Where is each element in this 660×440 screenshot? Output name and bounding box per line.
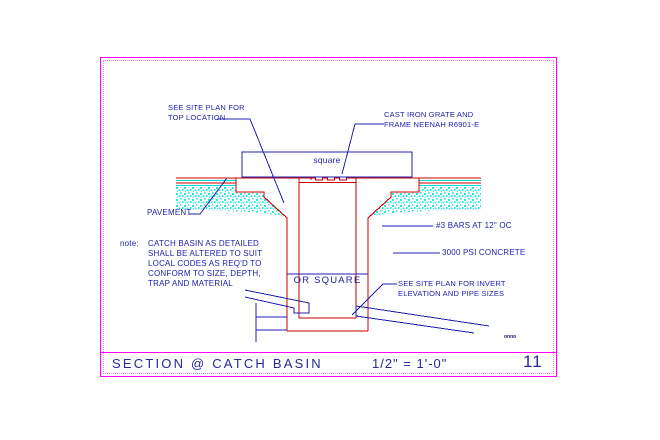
leader-top-location bbox=[217, 118, 285, 204]
label-pavement: PAVEMENT bbox=[147, 208, 192, 217]
pavement-surface-lines bbox=[176, 179, 481, 187]
leader-pavement bbox=[189, 177, 228, 215]
drawing-title: SECTION @ CATCH BASIN bbox=[112, 356, 323, 371]
sheet-border bbox=[100, 57, 557, 377]
slab-wall-left bbox=[235, 178, 288, 331]
drawing-scale: 1/2" = 1'-0" bbox=[372, 356, 448, 371]
label-or-square: OR SQUARE bbox=[293, 275, 362, 286]
pipe-left bbox=[244, 289, 310, 314]
label-rebar: #3 BARS AT 12" OC bbox=[436, 221, 512, 230]
annotation-lines bbox=[189, 118, 490, 342]
label-invert: SEE SITE PLAN FOR INVERT ELEVATION AND P… bbox=[398, 279, 506, 298]
pavement-base-left bbox=[176, 187, 284, 216]
maker-mark: onno bbox=[504, 334, 517, 340]
pavement-base-right bbox=[371, 187, 481, 216]
leader-invert bbox=[351, 283, 397, 316]
label-note: note: bbox=[120, 239, 139, 248]
pipe-left-riser bbox=[255, 303, 287, 342]
label-concrete: 3000 PSI CONCRETE bbox=[442, 248, 526, 257]
sheet-number: 11 bbox=[523, 352, 543, 371]
note-body: CATCH BASIN AS DETAILED SHALL BE ALTERED… bbox=[148, 239, 263, 288]
label-top-location: SEE SITE PLAN FOR TOP LOCATION bbox=[168, 103, 245, 122]
leader-grate-frame bbox=[341, 123, 384, 175]
pipe-right bbox=[355, 305, 490, 334]
label-square: square bbox=[313, 155, 341, 165]
label-grate-frame: CAST IRON GRATE AND FRAME NEENAH R6901-E bbox=[384, 110, 480, 129]
slab-wall-right bbox=[367, 178, 420, 331]
title-block-divider bbox=[100, 352, 557, 353]
grate-plan-outline bbox=[241, 151, 413, 178]
